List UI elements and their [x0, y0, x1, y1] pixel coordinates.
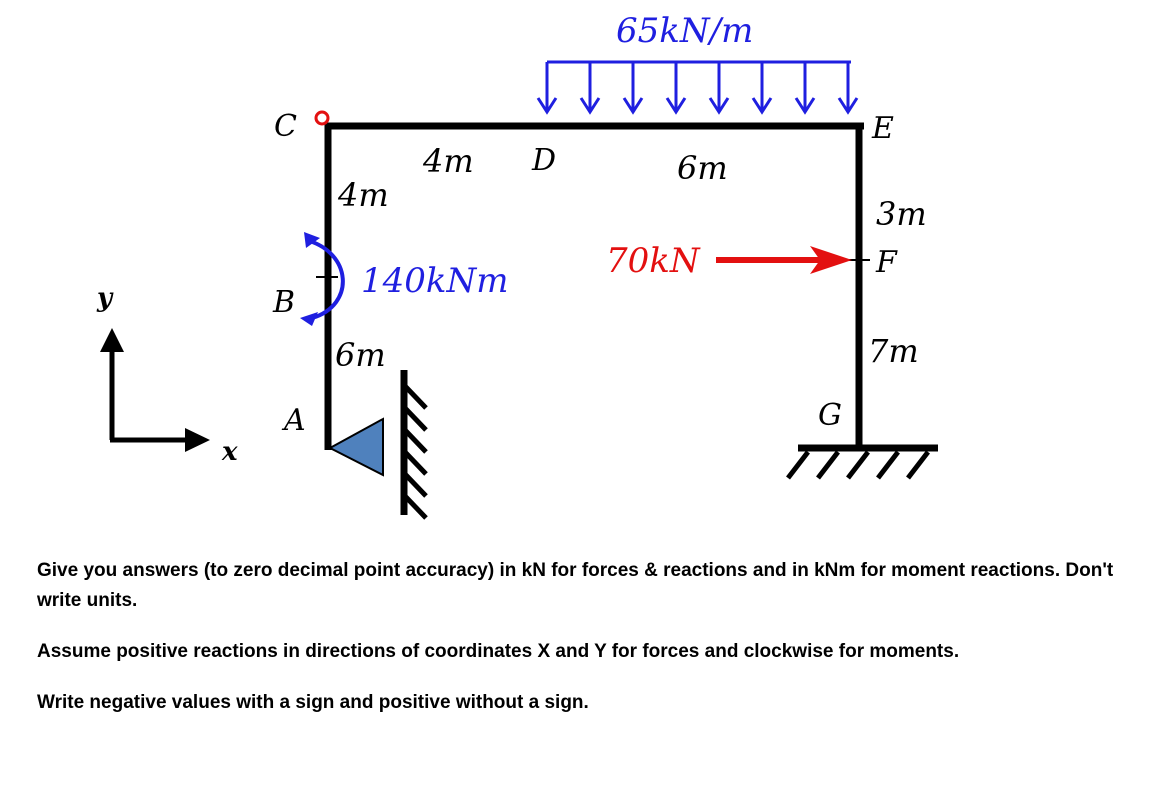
distributed-load: 65kN/m [536, 11, 859, 115]
point-load-f: 70kN [606, 241, 852, 281]
node-label-d: D [531, 143, 556, 178]
point-load-label: 70kN [606, 241, 701, 281]
dim-cd: 4m [422, 142, 474, 180]
node-label-c: C [274, 109, 297, 144]
moment-b: 140kNm [300, 232, 509, 326]
dim-ef: 3m [876, 195, 927, 233]
node-label-f: F [875, 245, 898, 280]
instructions: Give you answers (to zero decimal point … [37, 556, 1117, 739]
node-label-e: E [871, 111, 894, 146]
node-label-b: B [272, 285, 295, 320]
instruction-negative-values: Write negative values with a sign and po… [37, 692, 589, 713]
frame-members [324, 122, 864, 450]
instruction-sign-convention: Assume positive reactions in directions … [37, 641, 960, 662]
hinge-c [314, 110, 330, 126]
structure-diagram: y x [96, 11, 938, 520]
dim-cb: 4m [337, 176, 389, 214]
instruction-units: Give you answers (to zero decimal point … [37, 560, 1114, 611]
moment-label: 140kNm [361, 261, 509, 301]
node-label-g: G [818, 398, 842, 433]
dim-de: 6m [677, 149, 728, 187]
y-axis-label: y [96, 283, 114, 313]
x-axis-label: x [221, 437, 238, 467]
dim-ba: 6m [335, 336, 386, 374]
distributed-load-label: 65kN/m [616, 11, 753, 51]
node-label-a: A [281, 403, 306, 438]
dim-fg: 7m [868, 332, 919, 370]
fixed-support-g [786, 444, 938, 480]
coordinate-axes: y x [96, 283, 238, 467]
pin-support-a [327, 370, 428, 520]
